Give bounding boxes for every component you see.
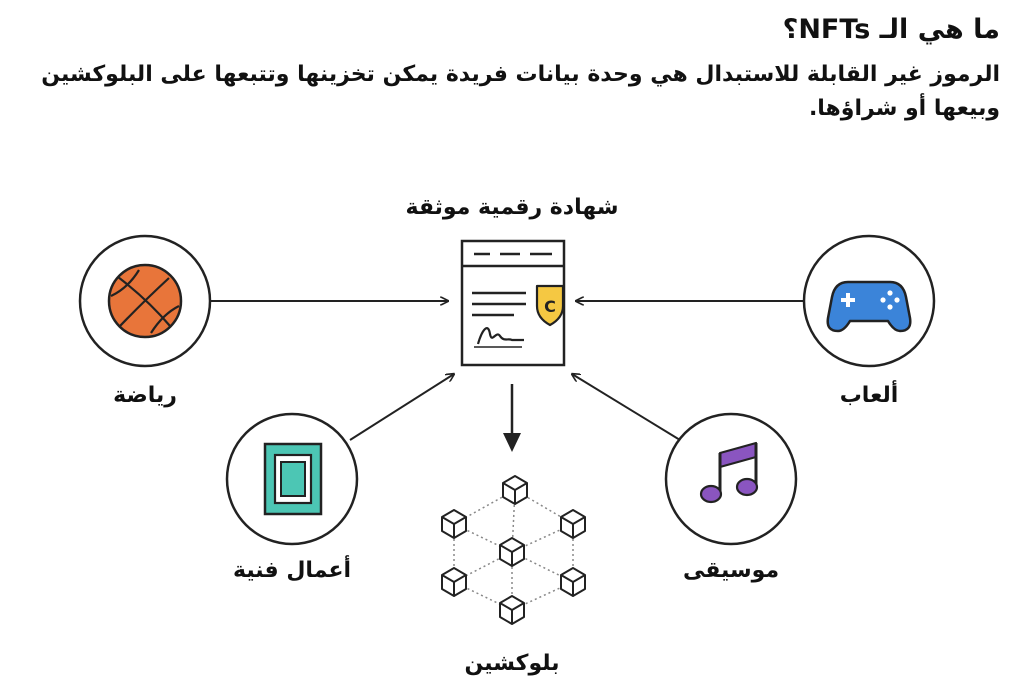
- block-cube: [441, 567, 467, 597]
- basketball-icon: [107, 263, 183, 339]
- block-cube: [560, 567, 586, 597]
- art-node: [225, 412, 359, 546]
- certificate-icon: [460, 239, 566, 367]
- block-cube: [499, 537, 525, 567]
- art-label: أعمال فنية: [232, 558, 352, 583]
- page-description: الرموز غير القابلة للاستبدال هي وحدة بيا…: [41, 62, 1000, 121]
- music-to-certificate-arrow: [572, 374, 681, 441]
- games-node: [802, 234, 936, 368]
- certificate-to-blockchain-arrow: [503, 384, 521, 452]
- music-label: موسيقى: [682, 558, 780, 583]
- gamepad-icon: [826, 280, 912, 333]
- music-node: [664, 412, 798, 546]
- page-title: ما هي الـ NFTs؟: [782, 14, 1000, 45]
- blockchain-label: بلوكشين: [464, 651, 560, 676]
- games-label: ألعاب: [839, 383, 899, 408]
- block-cube: [560, 509, 586, 539]
- certificate-badge: [535, 284, 565, 327]
- music-note-icon: [699, 441, 759, 504]
- sports-label: رياضة: [113, 383, 177, 408]
- certificate-badge-letter: C: [544, 297, 556, 316]
- block-cube: [502, 475, 528, 505]
- block-cube: [441, 509, 467, 539]
- block-cube: [499, 595, 525, 625]
- art-to-certificate-arrow: [349, 374, 454, 441]
- artwork-frame-icon: [263, 442, 323, 516]
- certificate-label: شهادة رقمية موثقة: [405, 195, 619, 220]
- sports-node: [78, 234, 212, 368]
